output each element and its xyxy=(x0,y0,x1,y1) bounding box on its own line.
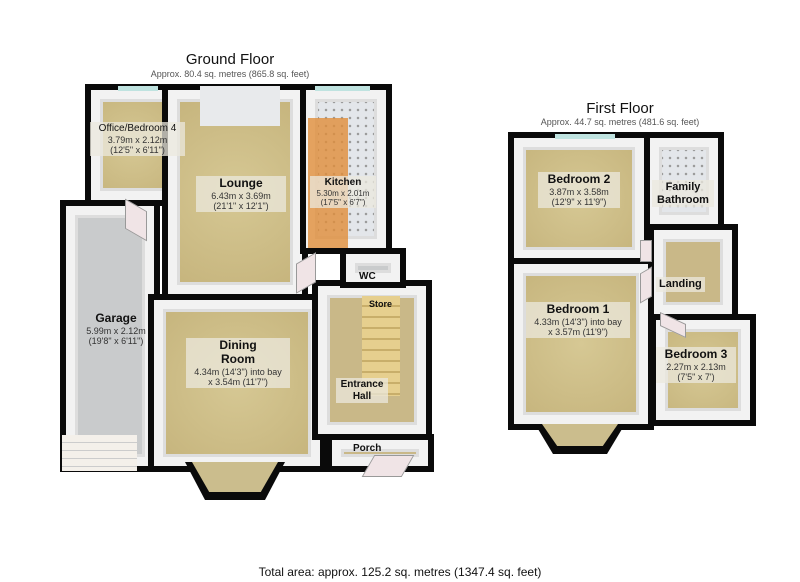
room-label-office: Office/Bedroom 4 3.79m x 2.12m (12'5" x … xyxy=(90,122,185,157)
room-label-wc: WC xyxy=(359,271,376,282)
landing xyxy=(648,224,738,320)
ground-floor-area: Approx. 80.4 sq. metres (865.8 sq. feet) xyxy=(150,69,310,79)
first-floor-area: Approx. 44.7 sq. metres (481.6 sq. feet) xyxy=(540,117,700,127)
room-label-entrance-hall: Entrance Hall xyxy=(336,378,388,403)
room-label-family-bathroom: Family Bathroom xyxy=(652,180,714,208)
door xyxy=(640,240,652,262)
total-area: Total area: approx. 125.2 sq. metres (13… xyxy=(258,565,542,579)
room-label-bedroom-3: Bedroom 3 2.27m x 2.13m (7'5" x 7') xyxy=(656,347,736,384)
room-label-dining: Dining Room 4.34m (14'3") into bay x 3.5… xyxy=(186,338,290,389)
room-label-kitchen: Kitchen 5.30m x 2.01m (17'5" x 6'7") xyxy=(310,176,376,208)
room-label-garage: Garage 5.99m x 2.12m (19'8" x 6'11") xyxy=(86,311,146,347)
bedroom-1 xyxy=(508,258,654,430)
first-floor-title: First Floor xyxy=(586,100,654,117)
ground-floor-title: Ground Floor xyxy=(185,51,275,68)
wc xyxy=(340,248,406,288)
room-label-store: Store xyxy=(369,299,393,309)
garage-door xyxy=(62,435,137,471)
room-label-lounge: Lounge 6.43m x 3.69m (21'1" x 12'1") xyxy=(196,176,286,213)
room-label-porch: Porch xyxy=(353,443,382,454)
room-label-bedroom-1: Bedroom 1 4.33m (14'3") into bay x 3.57m… xyxy=(526,302,630,339)
room-label-bedroom-2: Bedroom 2 3.87m x 3.58m (12'9" x 11'9") xyxy=(538,172,620,209)
room-label-landing: Landing xyxy=(656,277,705,292)
